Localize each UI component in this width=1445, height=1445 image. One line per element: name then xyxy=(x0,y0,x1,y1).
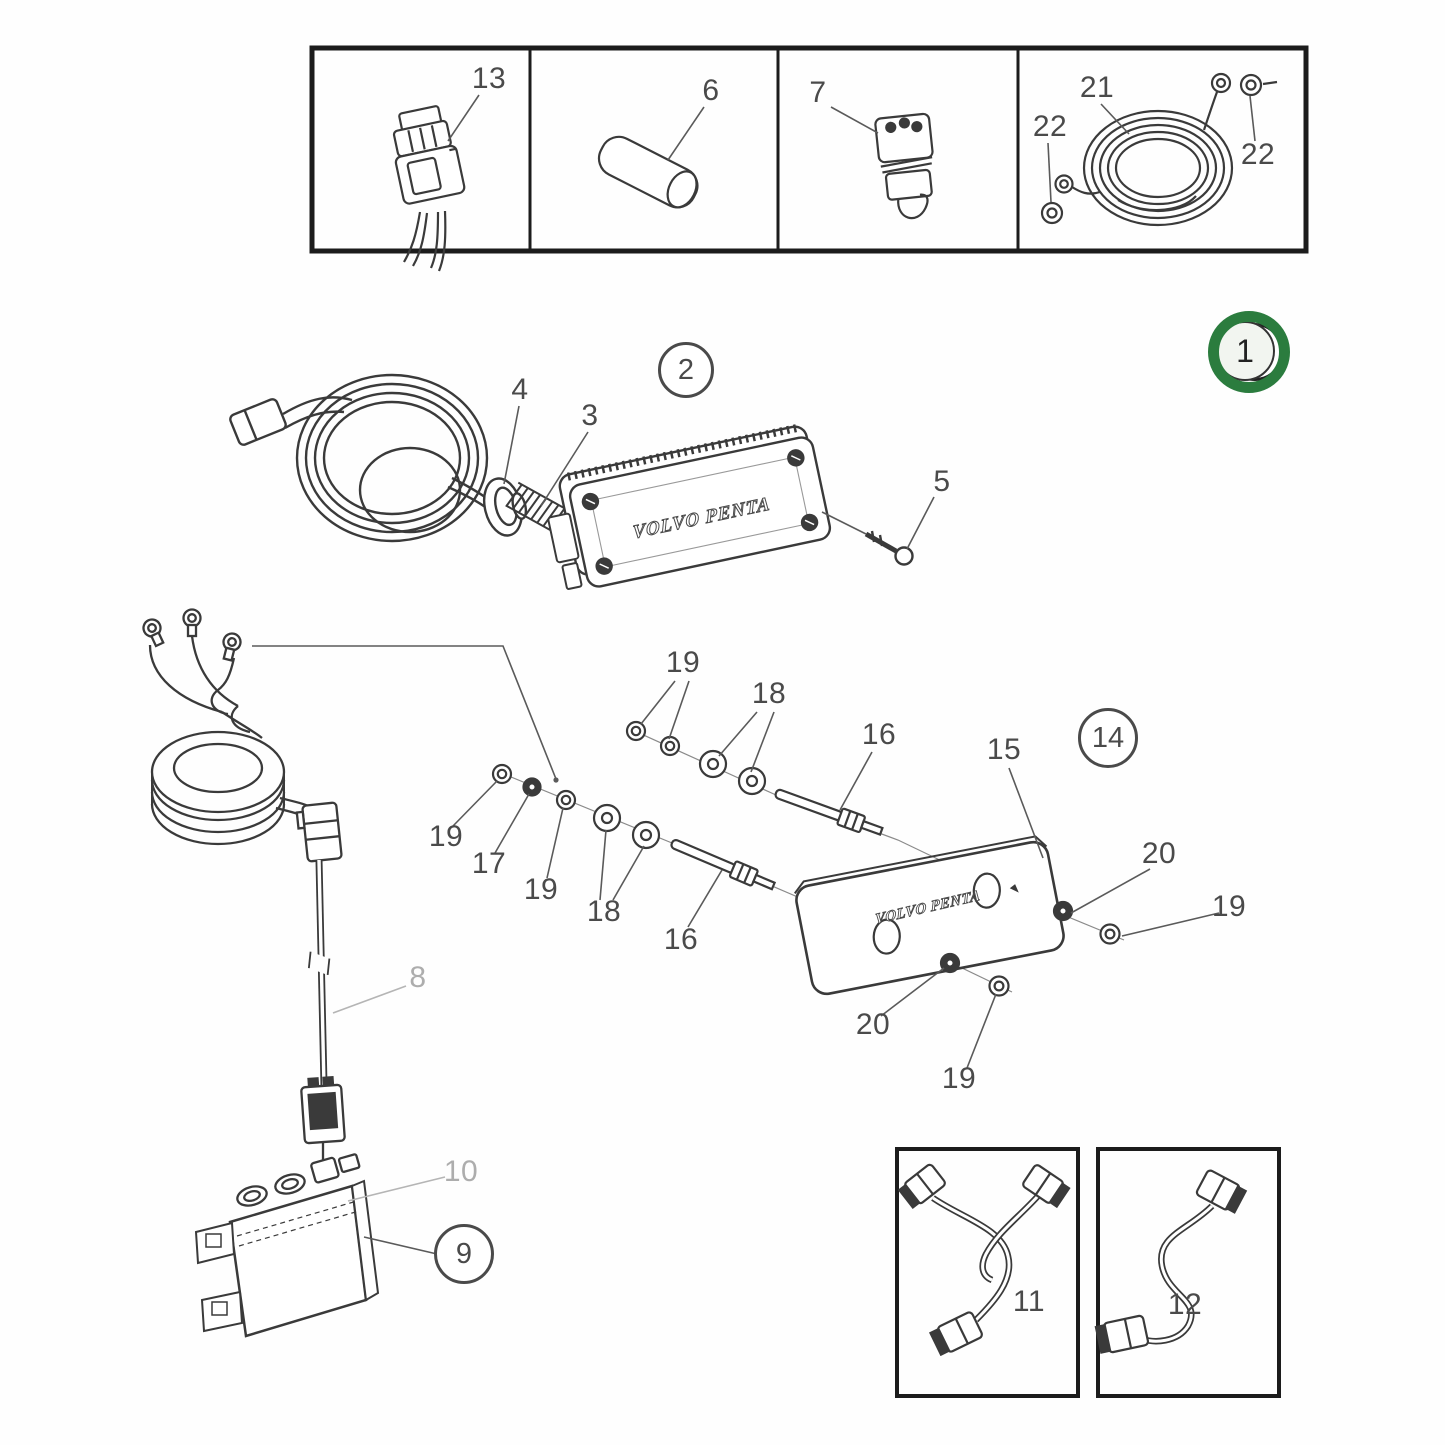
assembly-badge-14[interactable]: 14 xyxy=(1078,708,1138,768)
callout-18-top: 18 xyxy=(751,677,787,710)
sleeve-6-art xyxy=(597,135,699,209)
callout-20-right: 20 xyxy=(1141,837,1177,870)
leader-lines xyxy=(252,94,1256,1255)
callout-18-bottom: 18 xyxy=(586,895,622,928)
callout-8: 8 xyxy=(409,961,427,994)
mount-kit-14-art xyxy=(491,720,1125,997)
pad-brand-text: VOLVO PENTA xyxy=(875,888,981,928)
callout-6: 6 xyxy=(702,74,720,107)
callout-16-bottom: 16 xyxy=(663,923,699,956)
callout-10: 10 xyxy=(443,1155,479,1188)
harness-8-art xyxy=(142,608,380,1338)
callout-20-lower: 20 xyxy=(855,1008,891,1041)
callout-19-a: 19 xyxy=(428,820,464,853)
panel-assembly-2-art xyxy=(229,373,914,590)
connector-13-art xyxy=(392,105,466,272)
callout-19-lower: 19 xyxy=(941,1062,977,1095)
callout-19-b: 19 xyxy=(523,873,559,906)
assembly-badge-9[interactable]: 9 xyxy=(434,1224,494,1284)
panel-brand-text: VOLVO PENTA xyxy=(632,493,771,543)
callout-4: 4 xyxy=(511,373,529,406)
callout-19-right: 19 xyxy=(1211,890,1247,923)
callout-22-left: 22 xyxy=(1032,110,1068,143)
callout-7: 7 xyxy=(809,76,827,109)
highlighted-item-badge[interactable]: 1 xyxy=(1208,311,1290,393)
callout-15: 15 xyxy=(986,733,1022,766)
gray-leader-lines xyxy=(332,985,446,1202)
callout-11: 11 xyxy=(1012,1285,1046,1318)
callout-17: 17 xyxy=(471,847,507,880)
assembly-badge-2[interactable]: 2 xyxy=(658,342,714,398)
callout-22-right: 22 xyxy=(1240,138,1276,171)
y-cable-11-art xyxy=(897,1163,1071,1357)
callout-3: 3 xyxy=(581,399,599,432)
control-unit-10-art xyxy=(194,1153,380,1338)
callout-19-top: 19 xyxy=(665,646,701,679)
callout-5: 5 xyxy=(933,465,951,498)
callout-12: 12 xyxy=(1167,1288,1203,1321)
callout-16-top: 16 xyxy=(861,718,897,751)
switch-7-art xyxy=(874,112,934,220)
extension-cable-12-art xyxy=(1094,1169,1248,1354)
badge-green-ring-icon xyxy=(1208,311,1290,393)
callout-21: 21 xyxy=(1079,71,1115,104)
callout-13: 13 xyxy=(471,62,507,95)
bottom-kit-frames xyxy=(895,1147,1281,1398)
